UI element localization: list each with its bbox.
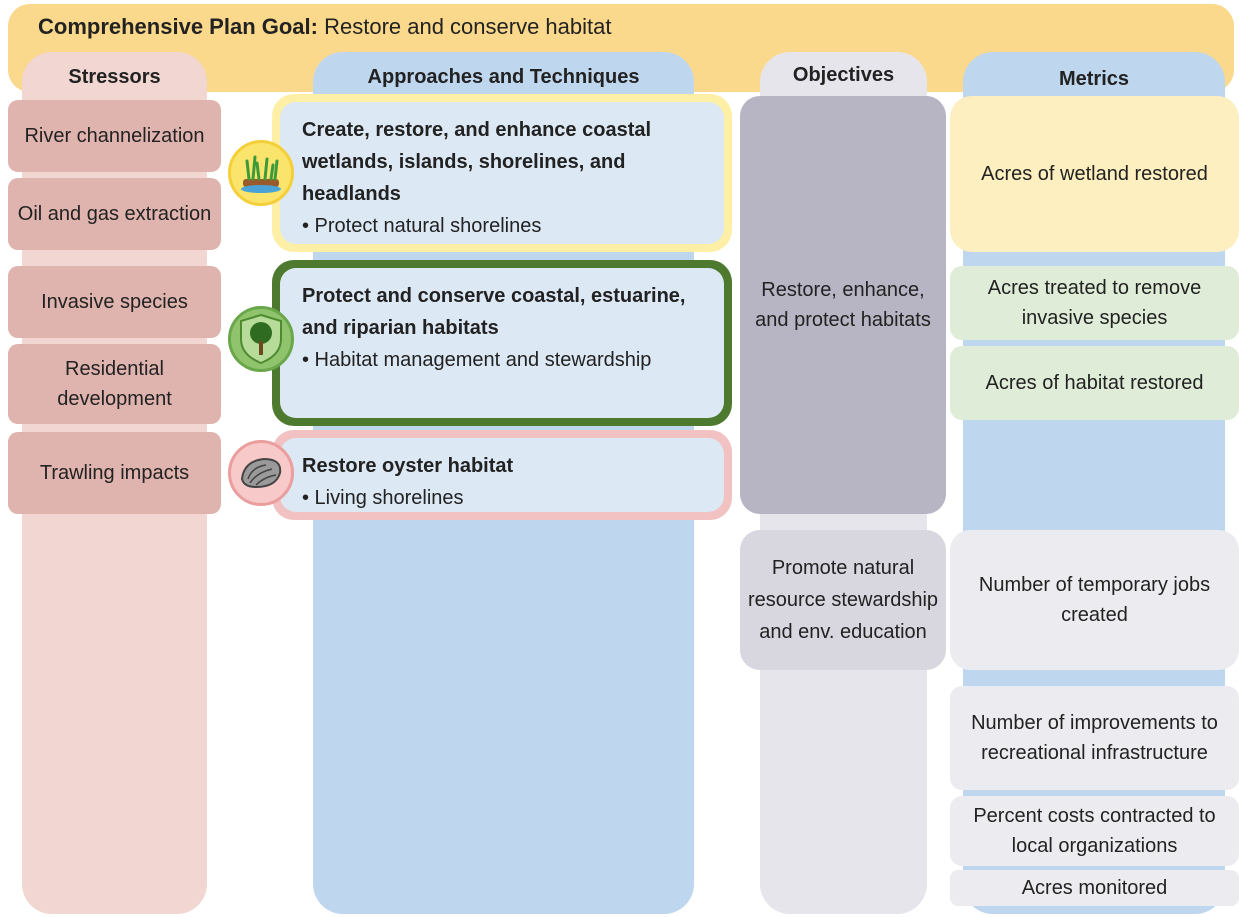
approach-title: Create, restore, and enhance coastal wet… [302, 119, 652, 205]
stressor-item: Trawling impacts [8, 432, 221, 514]
metric-item: Acres of wetland restored [950, 96, 1239, 252]
goal-title: Comprehensive Plan Goal: Restore and con… [38, 14, 612, 40]
metric-item: Number of temporary jobs created [950, 530, 1239, 670]
goal-text: Restore and conserve habitat [324, 14, 612, 39]
objectives-header: Objectives [792, 64, 895, 86]
stressor-item: River channelization [8, 100, 221, 172]
metrics-header: Metrics [1058, 68, 1130, 90]
approach-bullet: • Protect natural shorelines [302, 215, 542, 237]
metric-item: Acres treated to remove invasive species [950, 266, 1239, 340]
metric-item: Acres monitored [950, 870, 1239, 906]
goal-label: Comprehensive Plan Goal: [38, 14, 318, 39]
metric-item: Acres of habitat restored [950, 346, 1239, 420]
metric-item: Percent costs contracted to local organi… [950, 796, 1239, 866]
approach-card-habitats: Protect and conserve coastal, estuarine,… [272, 260, 732, 426]
approach-title: Protect and conserve coastal, estuarine,… [302, 285, 686, 339]
metric-item: Number of improvements to recreational i… [950, 686, 1239, 790]
approach-bullet: • Living shorelines [302, 487, 464, 509]
wetland-icon [228, 140, 294, 206]
stressor-item: Residential development [8, 344, 221, 424]
objective-stewardship: Promote natural resource stewardship and… [740, 530, 946, 670]
approach-bullet: • Habitat management and stewardship [302, 349, 652, 371]
stressor-item: Oil and gas extraction [8, 178, 221, 250]
approach-card-oyster: Restore oyster habitat • Living shorelin… [272, 430, 732, 520]
objective-restore: Restore, enhance, and protect habitats [740, 96, 946, 514]
stressor-item: Invasive species [8, 266, 221, 338]
approach-card-body: Create, restore, and enhance coastal wet… [280, 102, 724, 244]
approach-card-body: Protect and conserve coastal, estuarine,… [280, 268, 724, 418]
oyster-icon [228, 440, 294, 506]
approaches-header: Approaches and Techniques [367, 66, 640, 88]
approach-card-body: Restore oyster habitat • Living shorelin… [280, 438, 724, 512]
approach-card-wetlands: Create, restore, and enhance coastal wet… [272, 94, 732, 252]
tree-shield-icon [228, 306, 294, 372]
stressors-header: Stressors [68, 66, 161, 88]
approach-title: Restore oyster habitat [302, 455, 514, 477]
